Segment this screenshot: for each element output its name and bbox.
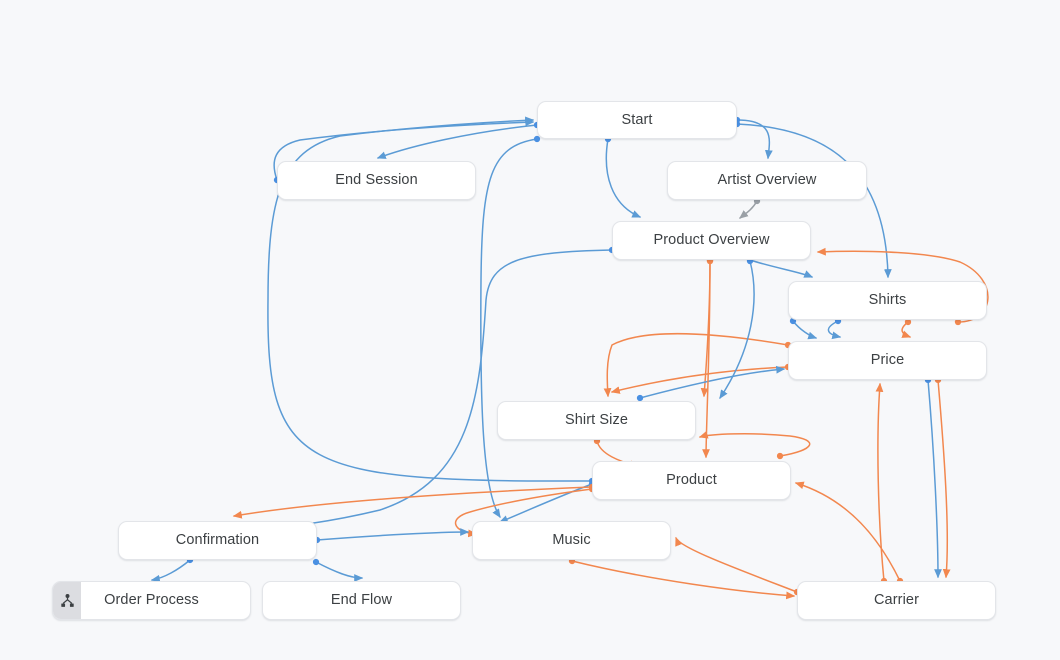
node-music[interactable]: Music [472, 521, 671, 560]
node-shirts[interactable]: Shirts [788, 281, 987, 320]
node-confirmation[interactable]: Confirmation [118, 521, 317, 560]
node-label-music: Music [552, 532, 591, 549]
node-shirt_size[interactable]: Shirt Size [497, 401, 696, 440]
node-order_process[interactable]: Order Process [52, 581, 251, 620]
node-product_overview[interactable]: Product Overview [612, 221, 811, 260]
node-end_session[interactable]: End Session [277, 161, 476, 200]
node-product[interactable]: Product [592, 461, 791, 500]
edge-artist_overview-to-product_overview[interactable] [739, 197, 761, 219]
node-label-carrier: Carrier [873, 592, 919, 609]
edge-shirts-to-price[interactable] [789, 317, 818, 340]
node-label-shirt_size: Shirt Size [564, 412, 629, 429]
node-label-end_session: End Session [335, 172, 418, 189]
edge-product_overview-to-product[interactable] [702, 257, 714, 459]
edge-product-to-shirt_size[interactable] [698, 431, 811, 460]
node-artist_overview[interactable]: Artist Overview [667, 161, 867, 200]
node-price[interactable]: Price [788, 341, 987, 380]
edge-price-to-carrier[interactable] [924, 376, 942, 579]
node-label-price: Price [870, 352, 905, 369]
node-label-product_overview: Product Overview [653, 232, 770, 249]
node-end_flow[interactable]: End Flow [262, 581, 461, 620]
node-label-start: Start [621, 111, 653, 128]
edge-price-to-shirt_size[interactable] [603, 333, 792, 398]
node-start[interactable]: Start [537, 101, 737, 139]
edge-start-to-end_session[interactable] [376, 121, 541, 159]
edge-product-to-music[interactable] [498, 480, 596, 523]
edge-price-to-carrier[interactable] [934, 376, 951, 579]
node-label-artist_overview: Artist Overview [717, 172, 817, 189]
edge-confirmation-to-order_process[interactable] [150, 556, 194, 583]
hierarchy-icon [53, 582, 81, 619]
edge-product_overview-to-shirt_size[interactable] [700, 257, 714, 398]
edge-start-to-music[interactable] [480, 135, 541, 518]
node-carrier[interactable]: Carrier [797, 581, 996, 620]
node-label-confirmation: Confirmation [175, 532, 260, 549]
edge-carrier-to-music[interactable] [675, 536, 801, 596]
edge-carrier-to-price[interactable] [875, 382, 888, 585]
edge-shirt_size-to-price[interactable] [636, 365, 786, 402]
edge-confirmation-to-music[interactable] [313, 528, 470, 544]
edge-music-to-carrier[interactable] [568, 557, 796, 600]
edge-product-to-confirmation[interactable] [232, 483, 596, 519]
edge-shirts-to-price[interactable] [827, 317, 842, 340]
edge-carrier-to-product[interactable] [794, 481, 904, 585]
node-label-shirts: Shirts [868, 292, 907, 309]
edge-start-to-product_overview[interactable] [604, 135, 642, 218]
edge-price-to-shirts[interactable] [901, 318, 912, 338]
node-label-end_flow: End Flow [330, 592, 393, 609]
edge-start-to-artist_overview[interactable] [733, 116, 773, 160]
node-label-order_process: Order Process [104, 592, 199, 609]
edge-price-to-shirt_size[interactable] [610, 363, 792, 394]
edge-product_overview-to-shirts[interactable] [746, 256, 814, 278]
edge-confirmation-to-end_flow[interactable] [312, 558, 364, 582]
node-label-product: Product [666, 472, 717, 489]
edge-product_overview-to-product[interactable] [719, 257, 755, 399]
edge-product_overview-to-confirmation[interactable] [248, 246, 616, 534]
